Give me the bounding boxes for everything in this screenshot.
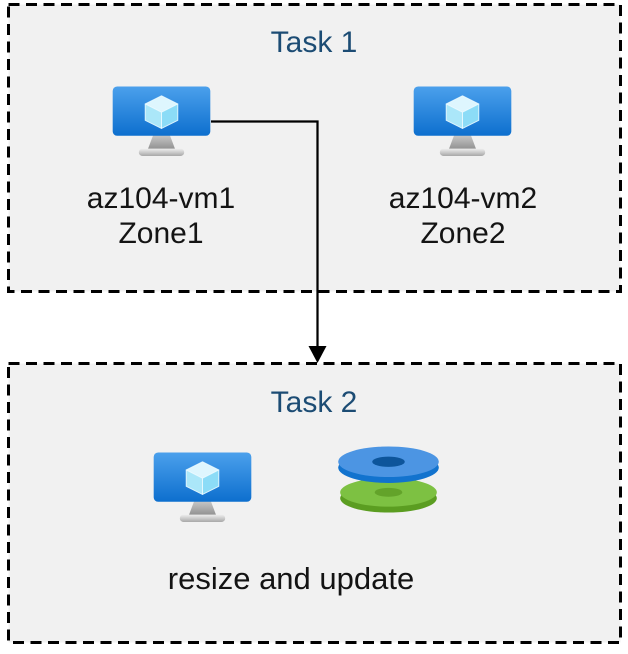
connector-arrowhead xyxy=(308,346,327,363)
vm2-zone: Zone2 xyxy=(420,217,506,250)
task1-title: Task 1 xyxy=(270,26,358,59)
vm2-name: az104-vm2 xyxy=(388,182,538,215)
vm2-label: az104-vm2 Zone2 xyxy=(353,181,573,251)
vm1-zone: Zone1 xyxy=(118,217,204,250)
task2-title: Task 2 xyxy=(270,386,358,419)
connector-line xyxy=(211,120,319,347)
task1-box xyxy=(7,3,622,293)
task2-box xyxy=(7,362,622,644)
vm1-label: az104-vm1 Zone1 xyxy=(51,181,271,251)
vm1-name: az104-vm1 xyxy=(86,182,236,215)
task2-caption: resize and update xyxy=(167,561,415,596)
